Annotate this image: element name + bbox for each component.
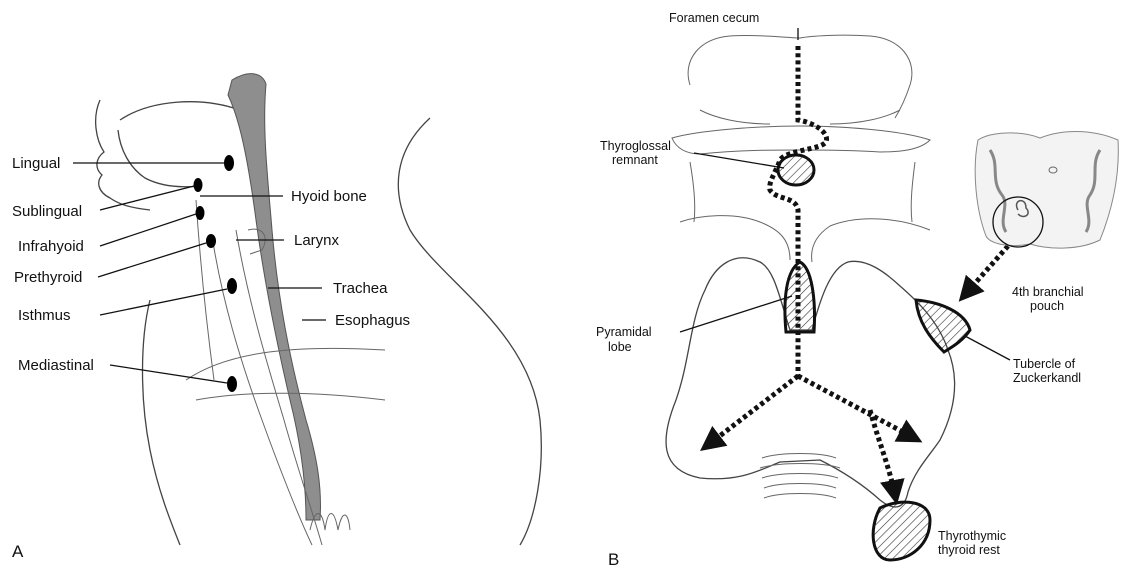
thyroglossal-label-line1: Thyroglossal: [600, 139, 671, 153]
panel-b-letter: B: [608, 550, 619, 569]
tubercle-label-line1: Tubercle of: [1013, 357, 1076, 371]
panel-b-embryology-illustration: Foramen cecum Thyroglossal remnant Pyram…: [596, 11, 1118, 569]
thyrothymic-label-line1: Thyrothymic: [938, 529, 1006, 543]
tongue: [118, 130, 200, 187]
sublingual-site-marker: [194, 178, 203, 192]
thyroid-cartilage: [680, 216, 930, 262]
larynx-label: Larynx: [294, 232, 340, 249]
thyrothymic-label-line2: thyroid rest: [938, 543, 1000, 557]
trachea-rings: [760, 454, 840, 499]
chest-outline: [143, 300, 181, 545]
isthmus-leader: [100, 289, 227, 315]
infrahyoid-site-marker: [196, 206, 205, 220]
sublingual-label: Sublingual: [12, 203, 82, 220]
descent-left-arrow: [704, 376, 798, 448]
palate: [120, 102, 240, 120]
branchial-pouch-arrow: [962, 246, 1008, 298]
isthmus-site-marker: [227, 278, 237, 294]
lingual-site-marker: [224, 155, 234, 171]
branchial-inset: [975, 132, 1118, 249]
descent-right-arrow: [798, 376, 918, 440]
pyramidal-label-line1: Pyramidal: [596, 325, 652, 339]
thyrothymic-rest-shape: [873, 502, 930, 560]
esophagus-label: Esophagus: [335, 312, 410, 329]
descent-path: [770, 46, 827, 376]
thyroglossal-label-line2: remnant: [612, 153, 658, 167]
face-profile: [96, 100, 150, 210]
hyoid-bone-label: Hyoid bone: [291, 188, 367, 205]
mediastinal-site-marker: [227, 376, 237, 392]
trachea-label: Trachea: [333, 280, 388, 297]
back-outline: [398, 118, 541, 545]
tubercle-label-line2: Zuckerkandl: [1013, 371, 1081, 385]
prethyroid-label: Prethyroid: [14, 269, 82, 286]
prethyroid-leader: [98, 243, 206, 277]
panel-a-letter: A: [12, 542, 24, 561]
pyramidal-label-line2: lobe: [608, 340, 632, 354]
infrahyoid-leader: [100, 214, 196, 246]
sublingual-leader: [100, 186, 194, 210]
lingual-label: Lingual: [12, 155, 60, 172]
foramen-cecum-label: Foramen cecum: [669, 11, 759, 25]
mediastinal-label: Mediastinal: [18, 357, 94, 374]
infrahyoid-label: Infrahyoid: [18, 238, 84, 255]
tubercle-leader: [965, 336, 1010, 360]
tubercle-of-zuckerkandl-shape: [916, 300, 970, 352]
branchial-pouch-label-line2: pouch: [1030, 299, 1064, 313]
branchial-pouch-label-line1: 4th branchial: [1012, 285, 1084, 299]
panel-a-sagittal-illustration: Lingual Sublingual Infrahyoid Prethyroid…: [12, 74, 541, 561]
prethyroid-site-marker: [206, 234, 216, 248]
isthmus-label: Isthmus: [18, 307, 71, 324]
neck-anterior-line: [196, 200, 214, 380]
thyroglossal-leader: [694, 153, 784, 168]
